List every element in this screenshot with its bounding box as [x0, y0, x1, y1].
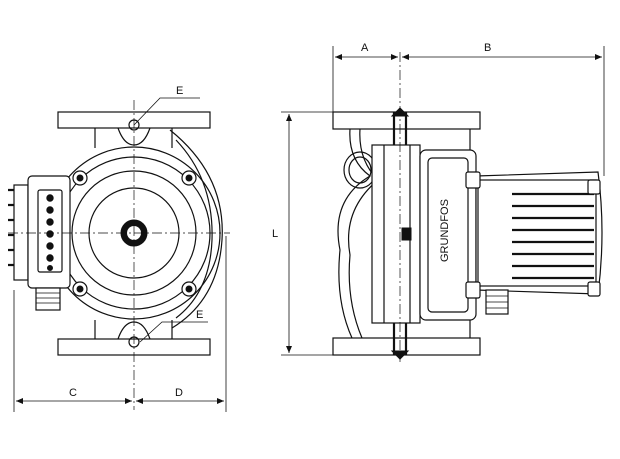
- dimension-c-d: [13, 236, 227, 412]
- label-a: A: [361, 42, 369, 54]
- volute-outline: [169, 129, 223, 329]
- leader-e-bottom: [139, 321, 208, 343]
- label-d: D: [175, 387, 183, 399]
- pump-casing: [337, 128, 372, 339]
- front-view: [8, 97, 230, 410]
- label-e-bottom: E: [196, 309, 203, 321]
- terminal-box: [8, 175, 71, 311]
- nameplate-text: GRUNDFOS: [439, 199, 451, 262]
- label-b: B: [484, 42, 491, 54]
- label-l: L: [272, 228, 278, 240]
- label-c: C: [69, 387, 77, 399]
- leader-e-top: [133, 97, 200, 126]
- label-e-top: E: [176, 85, 183, 97]
- motor-fan-end: [465, 171, 603, 315]
- stator-housing: [371, 144, 421, 324]
- side-view: GRUNDFOS: [332, 52, 603, 362]
- dimension-a-b-l: [281, 46, 605, 356]
- front-bolts: [72, 170, 197, 297]
